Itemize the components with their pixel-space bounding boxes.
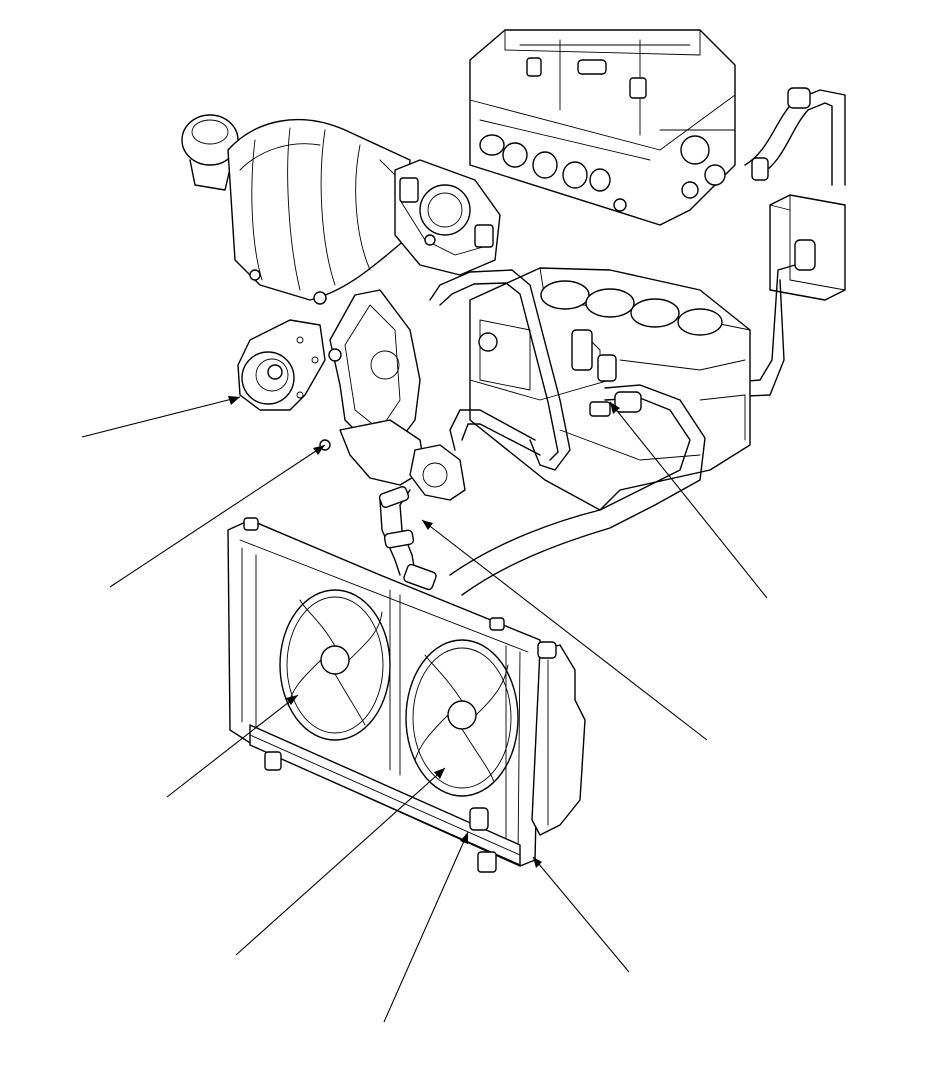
leader-lower-hose-clamp	[609, 401, 768, 599]
leader-fan-left	[166, 694, 299, 798]
heater-hose-upper	[744, 87, 846, 186]
thermostat-housing	[319, 419, 466, 501]
lower-radiator-hose	[449, 384, 706, 596]
leader-thermostat	[421, 519, 708, 741]
throttle-body	[394, 159, 501, 276]
intake-manifold	[181, 114, 411, 305]
water-pump	[237, 319, 326, 411]
upper-radiator-hose	[378, 486, 416, 576]
leader-thermostat-bolt	[109, 444, 326, 588]
cylinder-head	[469, 29, 736, 226]
radiator-assembly	[227, 517, 541, 873]
timing-housing	[328, 289, 421, 446]
reserve-tank	[531, 641, 586, 836]
arrowheads	[228, 396, 620, 868]
leader-drain-plug	[383, 831, 469, 1023]
leader-fan-right	[235, 767, 446, 956]
engine-block	[469, 267, 751, 511]
leader-water-pump	[81, 396, 241, 438]
heater-core	[769, 194, 846, 301]
leader-lines	[81, 396, 768, 1023]
bypass-pipe	[429, 269, 571, 471]
leader-radiator	[532, 856, 630, 973]
